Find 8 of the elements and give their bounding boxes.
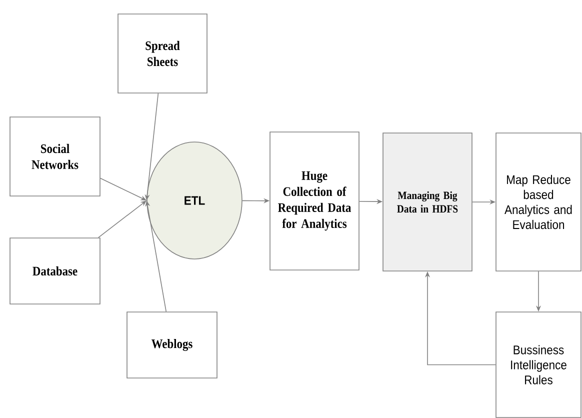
source-box: Social Networks	[10, 116, 100, 196]
process-box: Bussiness Intelligence Rules	[496, 312, 582, 418]
process-box: Managing Big Data in HDFS	[382, 132, 472, 272]
source-box: Database	[10, 238, 100, 304]
process-box: Huge Collection of Required Data for Analytics	[270, 132, 360, 270]
source-box: Weblogs	[126, 312, 218, 378]
process-box: Map Reduce based Analytics and Evaluation	[496, 132, 582, 272]
source-box: Spread Sheets	[118, 14, 208, 94]
